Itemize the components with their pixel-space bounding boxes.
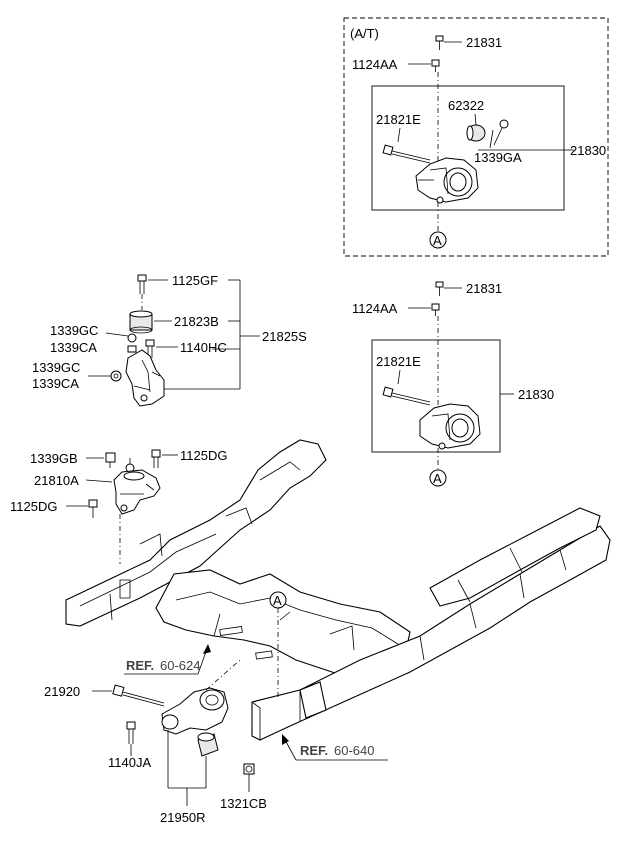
nut-1124aa: 1124AA bbox=[352, 301, 440, 316]
at-detail-panel: (A/T) 21831 1124AA 62322 21821E bbox=[343, 17, 609, 257]
mt-marker-a: A bbox=[429, 469, 447, 487]
label-21830: 21830 bbox=[518, 387, 554, 402]
at-mount-body bbox=[415, 157, 479, 204]
frame-marker-a: A bbox=[269, 591, 287, 700]
label-1339ca-b: 1339CA bbox=[32, 376, 79, 391]
label-at-62322: 62322 bbox=[448, 98, 484, 113]
ref-60-624-prefix: REF. bbox=[126, 658, 154, 673]
bolt-1125dg-a: 1125DG bbox=[151, 448, 227, 468]
vehicle-frame bbox=[65, 439, 611, 741]
bolt-21821e: 21821E bbox=[376, 354, 431, 406]
nut-1339gb: 1339GB bbox=[30, 451, 116, 468]
nut-1321cb: 1321CB bbox=[220, 763, 267, 811]
mount-body-21830 bbox=[419, 403, 481, 450]
at-bolt-21821e: 21821E bbox=[376, 112, 431, 164]
label-1339gb: 1339GB bbox=[30, 451, 78, 466]
label-1125dg-b: 1125DG bbox=[10, 499, 57, 514]
label-at-21830: 21830 bbox=[570, 143, 606, 158]
label-at-1339ga: 1339GA bbox=[474, 150, 522, 165]
at-marker-a: A bbox=[429, 231, 447, 249]
label-1140hc: 1140HC bbox=[180, 340, 227, 355]
label-21920: 21920 bbox=[44, 684, 80, 699]
label-1125dg-a: 1125DG bbox=[180, 448, 227, 463]
svg-text:A: A bbox=[273, 593, 282, 608]
bolt-1125dg-b: 1125DG bbox=[10, 499, 98, 518]
label-1124aa: 1124AA bbox=[352, 301, 398, 316]
nut-1339gc-lower: 1339GC 1339CA bbox=[32, 360, 122, 391]
at-variant-tag: (A/T) bbox=[350, 26, 379, 41]
label-1125gf: 1125GF bbox=[172, 273, 218, 288]
ref-60-640-prefix: REF. bbox=[300, 743, 328, 758]
mount-group-21810a: 1339GB 1125DG 21810A 1125DG bbox=[10, 448, 227, 564]
upper-bracket-body bbox=[125, 349, 165, 407]
label-1339gc-a: 1339GC bbox=[50, 323, 98, 338]
crossmember-slots bbox=[219, 626, 273, 660]
label-1321cb: 1321CB bbox=[220, 796, 267, 811]
label-21831: 21831 bbox=[466, 281, 502, 296]
at-nut-1124aa: 1124AA bbox=[352, 57, 440, 72]
mt-detail-panel: 21831 1124AA 21821E 21830 A bbox=[352, 281, 554, 487]
label-21823b: 21823B bbox=[174, 314, 219, 329]
mount-21810a: 21810A bbox=[34, 458, 161, 515]
bolt-21831: 21831 bbox=[435, 281, 502, 296]
ref-60-640-number: 60-640 bbox=[334, 743, 374, 758]
label-21821e: 21821E bbox=[376, 354, 421, 369]
label-21810a: 21810A bbox=[34, 473, 79, 488]
at-nut-1339ga: 1339GA bbox=[474, 119, 522, 165]
nut-1339gc-upper: 1339GC 1339CA bbox=[50, 323, 137, 355]
bolt-1125gf: 1125GF bbox=[137, 273, 218, 294]
bracket-group-21825s: 1125GF 21823B 21825S 1339GC 1339CA bbox=[32, 273, 307, 407]
label-1339gc-b: 1339GC bbox=[32, 360, 80, 375]
svg-text:A: A bbox=[433, 471, 442, 486]
ref-60-624-number: 60-624 bbox=[160, 658, 200, 673]
label-21825s: 21825S bbox=[262, 329, 307, 344]
bushing-21823b: 21823B bbox=[129, 310, 219, 334]
roll-rod-group: 21920 1140JA 21950R bbox=[44, 659, 267, 825]
label-at-21831: 21831 bbox=[466, 35, 502, 50]
at-bushing-62322: 62322 bbox=[448, 98, 486, 142]
label-1140ja: 1140JA bbox=[108, 755, 151, 770]
ref-60-640: REF. 60-640 bbox=[282, 734, 388, 761]
bolt-1140hc: 1140HC bbox=[145, 339, 227, 358]
label-at-1124aa: 1124AA bbox=[352, 57, 398, 72]
bolt-21920: 21920 bbox=[44, 684, 165, 707]
bolt-1140ja: 1140JA bbox=[108, 721, 151, 770]
label-at-21821e: 21821E bbox=[376, 112, 421, 127]
label-21950r: 21950R bbox=[160, 810, 206, 825]
svg-text:A: A bbox=[433, 233, 442, 248]
at-bolt-21831: 21831 bbox=[435, 35, 502, 50]
label-1339ca-a: 1339CA bbox=[50, 340, 97, 355]
roll-rod-21950r: 21950R bbox=[160, 687, 229, 825]
ref-60-624: REF. 60-624 bbox=[124, 644, 211, 675]
